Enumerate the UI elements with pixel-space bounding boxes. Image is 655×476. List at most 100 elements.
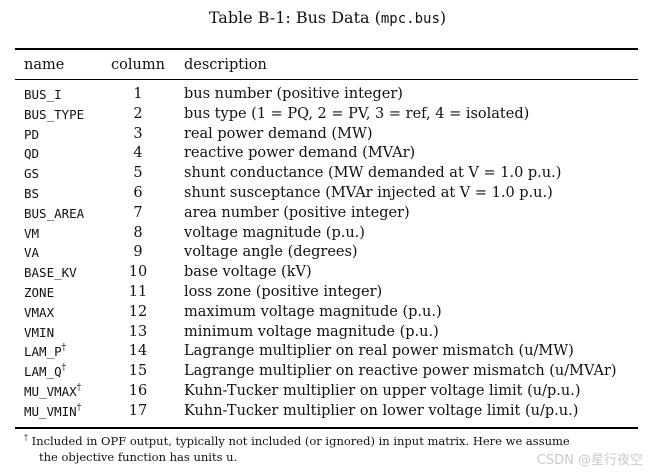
- row-name: VM: [24, 224, 39, 244]
- row-column: 6: [133, 184, 143, 201]
- row-description: voltage magnitude (p.u.): [184, 224, 365, 241]
- row-column: 10: [128, 264, 148, 281]
- row-name-text: BASE_KV: [24, 265, 77, 281]
- row-name-text: LAM_Q: [24, 364, 62, 380]
- row-name-text: PD: [24, 126, 40, 142]
- table-row: LAM_P† 14 Lagrange multiplier on real powe…: [0, 342, 655, 362]
- row-description: minimum voltage magnitude (p.u.): [184, 323, 439, 340]
- row-name-text: BUS_TYPE: [24, 106, 85, 122]
- row-footnote-mark: †: [76, 402, 82, 413]
- row-name-text: ZONE: [24, 284, 55, 300]
- table-row: QD 4 reactive power demand (MVAr): [0, 144, 655, 164]
- table-row: BS 6 shunt susceptance (MVAr injected at V…: [0, 184, 655, 204]
- caption-suffix: ): [439, 8, 447, 27]
- table-row: VA 9 voltage angle (degrees): [0, 243, 655, 263]
- row-name: BASE_KV: [24, 263, 77, 283]
- row-footnote-mark: †: [76, 382, 82, 393]
- row-description: loss zone (positive integer): [184, 283, 383, 300]
- row-column: 7: [133, 204, 143, 221]
- table-body: BUS_I 1 bus number (positive integer) BUS_T…: [0, 85, 655, 422]
- table-header: name column description: [0, 54, 655, 76]
- table-row: BUS_AREA 7 area number (positive integer): [0, 204, 655, 224]
- row-name-text: VM: [24, 225, 40, 241]
- row-name: VA: [24, 243, 39, 263]
- row-description: bus type (1 = PQ, 2 = PV, 3 = ref, 4 = i…: [184, 105, 530, 122]
- row-name: LAM_P†: [24, 342, 66, 362]
- row-column: 12: [128, 303, 148, 320]
- footnote-text-2: the objective function has units u.: [39, 450, 238, 464]
- row-description: Lagrange multiplier on real power mismat…: [184, 343, 574, 360]
- row-column: 5: [133, 165, 143, 182]
- row-name-text: VMAX: [24, 304, 55, 320]
- row-column: 9: [133, 244, 143, 261]
- row-column: 17: [128, 402, 148, 419]
- row-name-text: VMIN: [24, 324, 55, 340]
- footnote-mark: †: [24, 433, 28, 443]
- row-footnote-mark: †: [61, 343, 67, 354]
- table-bottom-rule: [15, 427, 638, 429]
- row-name-text: BUS_I: [24, 87, 62, 102]
- table-row: VMAX 12 maximum voltage magnitude (p.u.): [0, 303, 655, 323]
- table-caption: Table B-1: Bus Data (mpc.bus): [0, 8, 655, 29]
- row-description: Kuhn-Tucker multiplier on lower voltage …: [184, 402, 579, 419]
- row-name-text: GS: [24, 166, 40, 182]
- row-column: 11: [128, 283, 148, 300]
- table-footnote: † Included in OPF output, typically not …: [24, 433, 634, 465]
- row-description: bus number (positive integer): [184, 86, 403, 102]
- row-name: VMIN: [24, 323, 54, 343]
- row-name: GS: [24, 164, 39, 184]
- row-column: 1: [133, 86, 143, 102]
- row-column: 4: [133, 145, 143, 162]
- row-description: maximum voltage magnitude (p.u.): [184, 303, 442, 320]
- caption-code: mpc.bus: [380, 11, 440, 27]
- row-name: BUS_TYPE: [24, 105, 84, 125]
- table-row: VM 8 voltage magnitude (p.u.): [0, 224, 655, 244]
- table-row: BUS_I 1 bus number (positive integer): [0, 85, 655, 105]
- row-description: shunt susceptance (MVAr injected at V = …: [184, 184, 553, 201]
- row-name: QD: [24, 144, 39, 164]
- row-description: area number (positive integer): [184, 204, 410, 221]
- row-footnote-mark: †: [61, 363, 67, 373]
- watermark: CSDN @星行夜空: [536, 453, 643, 468]
- row-name-text: MU_VMIN: [24, 403, 77, 419]
- footnote-text-1: Included in OPF output, typically not in…: [31, 434, 570, 448]
- table-row: ZONE 11 loss zone (positive integer): [0, 283, 655, 303]
- row-description: voltage angle (degrees): [184, 244, 358, 261]
- row-description: base voltage (kV): [184, 264, 312, 281]
- row-description: shunt conductance (MW demanded at V = 1.…: [184, 165, 562, 182]
- row-name: ZONE: [24, 283, 54, 303]
- table-row: GS 5 shunt conductance (MW demanded at V =…: [0, 164, 655, 184]
- row-name: BUS_AREA: [24, 204, 84, 224]
- row-column: 2: [133, 105, 143, 122]
- row-name-text: LAM_P: [24, 344, 62, 360]
- table-row: BUS_TYPE 2 bus type (1 = PQ, 2 = PV, 3 = r…: [0, 105, 655, 125]
- caption-prefix: Table B-1: Bus Data (: [208, 8, 381, 27]
- footnote-line-1: † Included in OPF output, typically not …: [24, 434, 570, 448]
- row-description: Kuhn-Tucker multiplier on upper voltage …: [184, 382, 581, 399]
- table-row: MU_VMIN† 17 Kuhn-Tucker multiplier on lowe…: [0, 402, 655, 422]
- row-column: 14: [128, 343, 148, 360]
- table-row: MU_VMAX† 16 Kuhn-Tucker multiplier on uppe…: [0, 382, 655, 402]
- row-name-text: QD: [24, 146, 40, 162]
- row-name-text: VA: [24, 245, 40, 261]
- row-name: MU_VMIN†: [24, 402, 81, 422]
- row-name: VMAX: [24, 303, 54, 323]
- row-name-text: BUS_AREA: [24, 205, 85, 221]
- row-name: BS: [24, 184, 39, 204]
- header-column: column: [111, 57, 165, 73]
- header-name: name: [24, 57, 65, 73]
- row-name-text: MU_VMAX: [24, 383, 77, 399]
- header-description: description: [184, 57, 267, 73]
- row-name: BUS_I: [24, 85, 62, 105]
- row-name: LAM_Q†: [24, 362, 66, 382]
- row-description: Lagrange multiplier on reactive power mi…: [184, 363, 617, 380]
- table-row: BASE_KV 10 base voltage (kV): [0, 263, 655, 283]
- row-column: 3: [133, 125, 143, 142]
- row-name-text: BS: [24, 185, 40, 201]
- row-column: 8: [133, 224, 143, 241]
- row-column: 16: [128, 382, 148, 399]
- row-description: reactive power demand (MVAr): [184, 145, 416, 162]
